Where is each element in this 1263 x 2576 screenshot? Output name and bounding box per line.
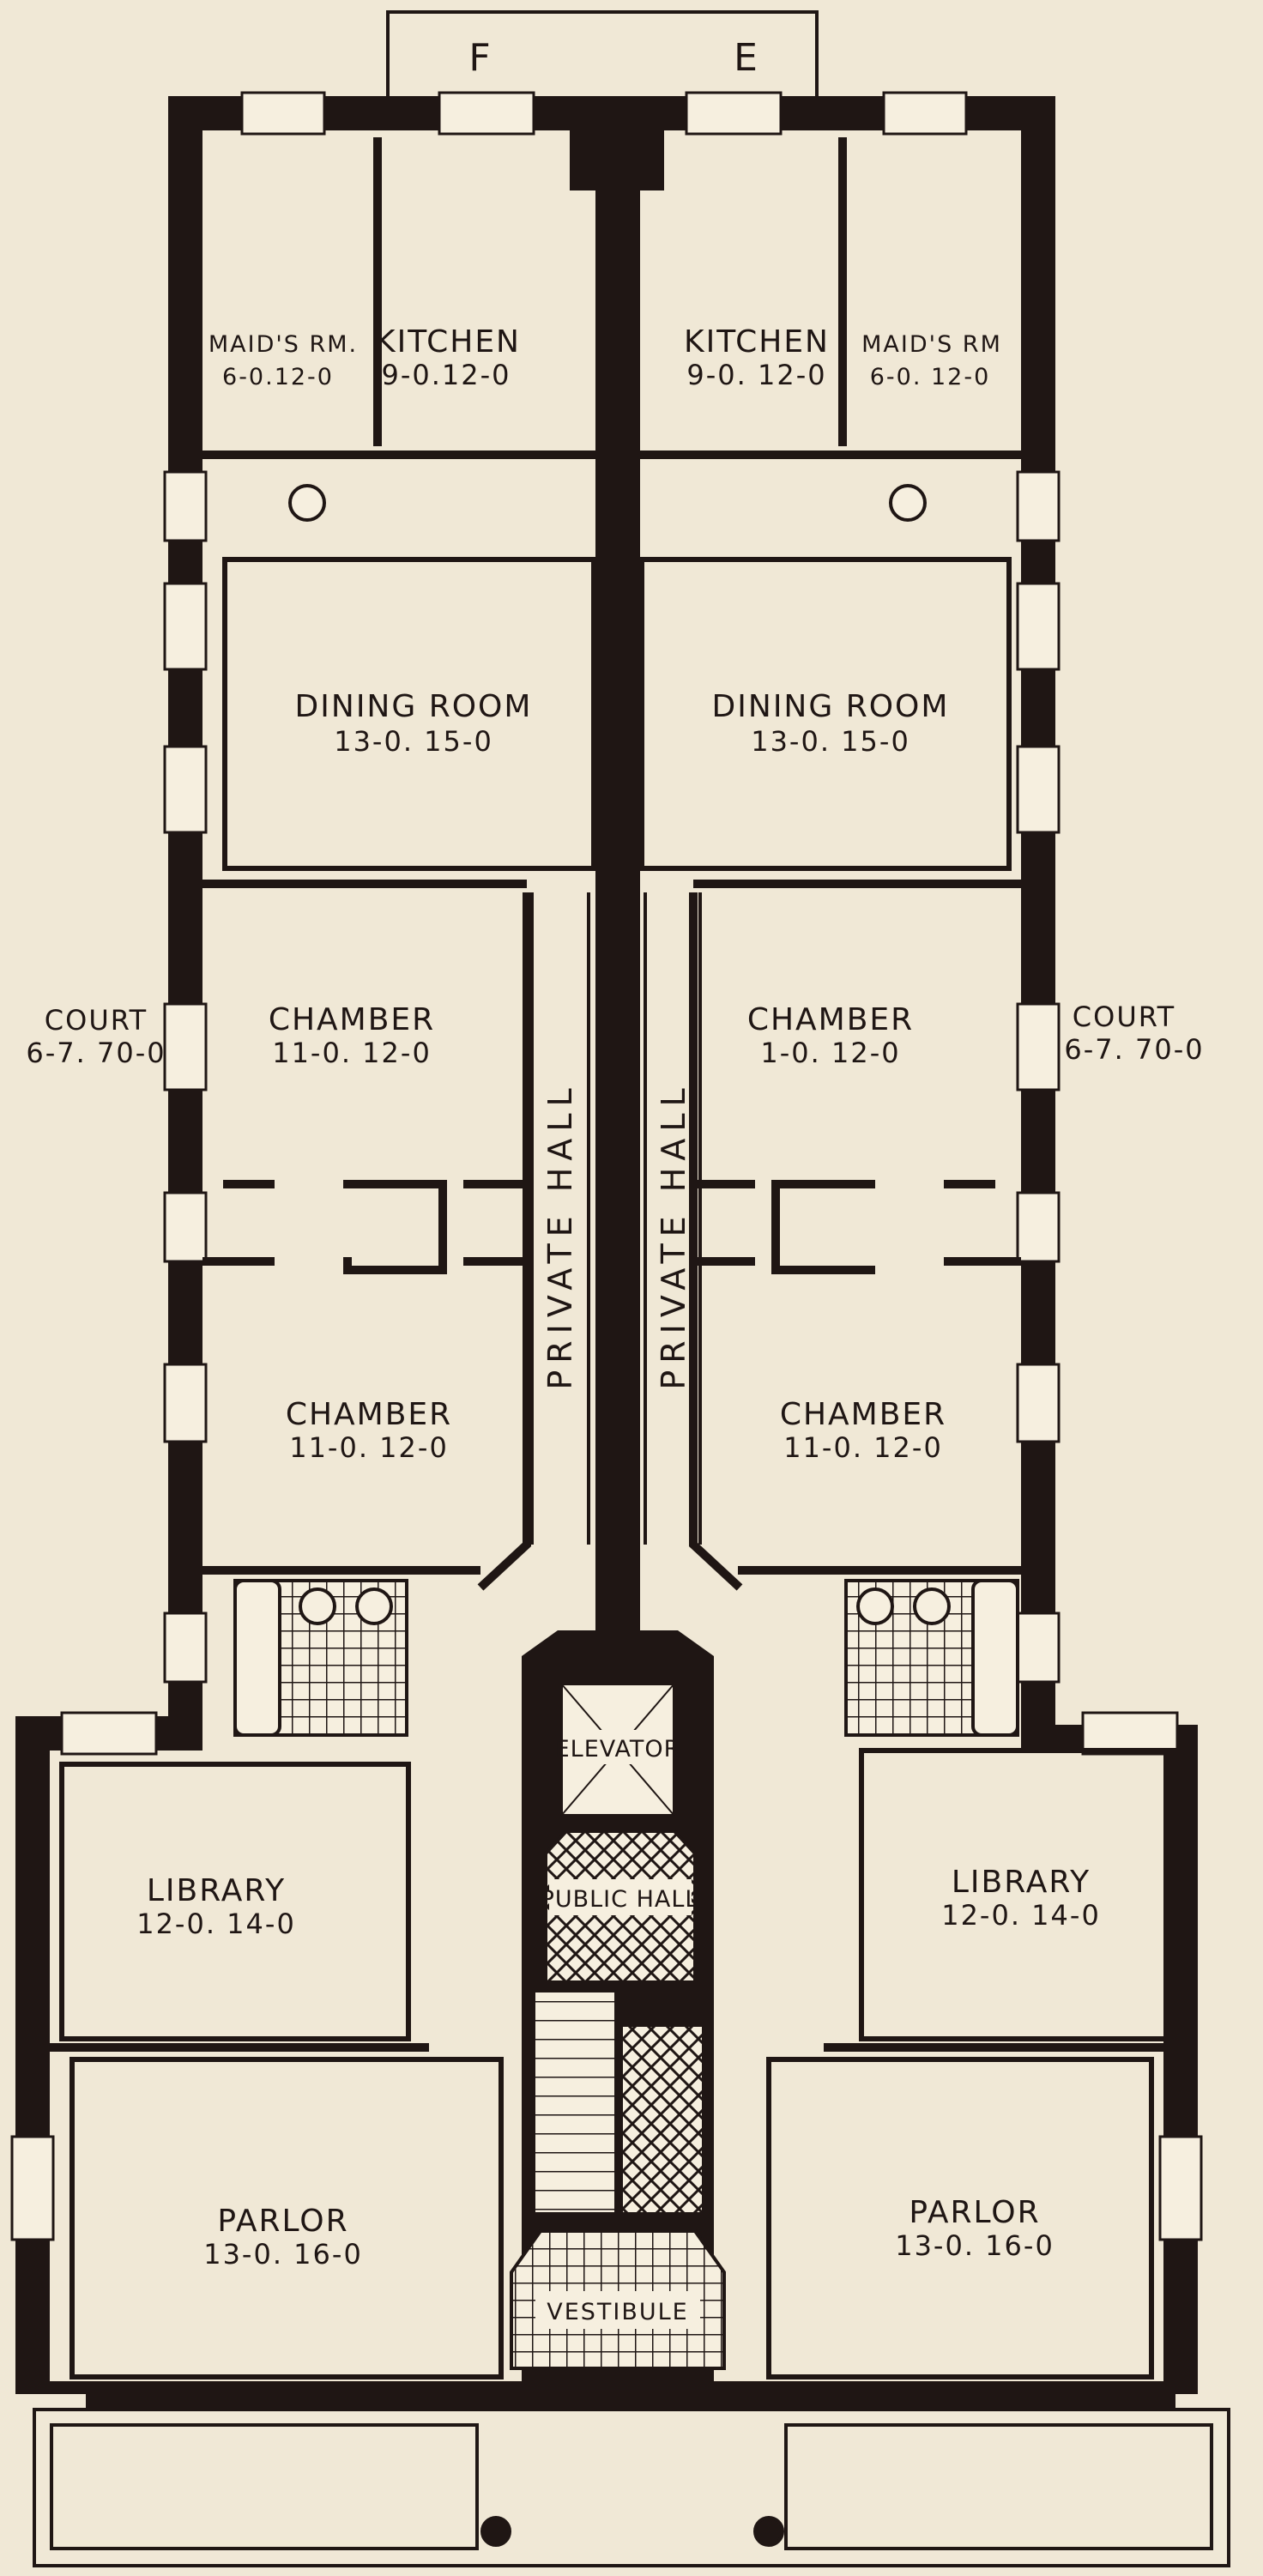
central-labels: ELEVATOR PUBLIC HALL VESTIBULE xyxy=(535,1730,700,2329)
court-right-dims: 6-7. 70-0 xyxy=(1064,1033,1204,1066)
dining-room-left-name: DINING ROOM xyxy=(295,689,533,724)
parlor-left-outline xyxy=(69,2057,504,2379)
library-left-outline xyxy=(59,1762,411,2041)
chamber-right-1-name: CHAMBER xyxy=(747,1002,914,1037)
stairs xyxy=(532,1989,618,2216)
chamber-right-1-dims: 1-0. 12-0 xyxy=(760,1037,900,1069)
parlor-left-name: PARLOR xyxy=(217,2204,348,2239)
maids-room-right-name: MAID'S RM xyxy=(861,331,1002,358)
rear-entry-box: F E xyxy=(386,10,819,103)
left-unit-labels: MAID'S RM. 6-0.12-0 KITCHEN 9-0.12-0 DIN… xyxy=(26,324,579,2271)
library-right-outline xyxy=(859,1748,1197,2041)
chamber-left-2-name: CHAMBER xyxy=(286,1397,452,1432)
library-right-name: LIBRARY xyxy=(952,1865,1091,1900)
private-hall-left: PRIVATE HALL xyxy=(541,1081,579,1389)
bathrooms xyxy=(233,484,1019,1737)
dining-room-left-dims: 13-0. 15-0 xyxy=(334,725,493,758)
parlor-right-name: PARLOR xyxy=(909,2195,1040,2230)
maids-room-left-dims: 6-0.12-0 xyxy=(222,364,334,390)
parlor-right-outline xyxy=(766,2057,1154,2379)
kitchen-right-dims: 9-0. 12-0 xyxy=(686,359,826,391)
chamber-right-2-dims: 11-0. 12-0 xyxy=(783,1431,943,1464)
vestibule-label: VESTIBULE xyxy=(547,2299,689,2325)
library-left-dims: 12-0. 14-0 xyxy=(136,1908,296,1940)
chamber-left-1-name: CHAMBER xyxy=(269,1002,435,1037)
building-walls xyxy=(15,96,1198,2411)
elevator-label: ELEVATOR xyxy=(555,1736,681,1763)
rooms xyxy=(50,137,1197,2379)
kitchen-left-dims: 9-0.12-0 xyxy=(381,359,511,391)
library-left-name: LIBRARY xyxy=(147,1873,286,1908)
court-right-name: COURT xyxy=(1073,1001,1175,1033)
maids-room-left-name: MAID'S RM. xyxy=(208,331,358,358)
stair-landing xyxy=(619,2023,705,2216)
court-left-dims: 6-7. 70-0 xyxy=(26,1037,166,1069)
maids-room-right-dims: 6-0. 12-0 xyxy=(870,364,991,390)
dining-room-right-outline xyxy=(639,557,1012,871)
kitchen-right-name: KITCHEN xyxy=(684,324,830,360)
front-porch xyxy=(33,2408,1230,2567)
dining-room-right-dims: 13-0. 15-0 xyxy=(751,725,910,758)
right-unit-labels: KITCHEN 9-0. 12-0 MAID'S RM 6-0. 12-0 DI… xyxy=(655,324,1204,2262)
dining-room-left-outline xyxy=(222,557,596,871)
parlor-right-dims: 13-0. 16-0 xyxy=(895,2229,1055,2262)
court-left-name: COURT xyxy=(45,1004,148,1037)
windows xyxy=(10,91,1203,2241)
dining-room-right-name: DINING ROOM xyxy=(712,689,950,724)
mark-f: F xyxy=(468,36,492,80)
chamber-left-1-dims: 11-0. 12-0 xyxy=(272,1037,432,1069)
mark-e: E xyxy=(734,36,759,80)
parlor-left-dims: 13-0. 16-0 xyxy=(203,2238,363,2271)
private-hall-right: PRIVATE HALL xyxy=(655,1081,692,1389)
kitchen-left-name: KITCHEN xyxy=(375,324,521,360)
chamber-right-2-name: CHAMBER xyxy=(780,1397,946,1432)
public-hall-label: PUBLIC HALL xyxy=(541,1886,699,1913)
library-right-dims: 12-0. 14-0 xyxy=(941,1899,1101,1932)
chamber-left-2-dims: 11-0. 12-0 xyxy=(289,1431,449,1464)
